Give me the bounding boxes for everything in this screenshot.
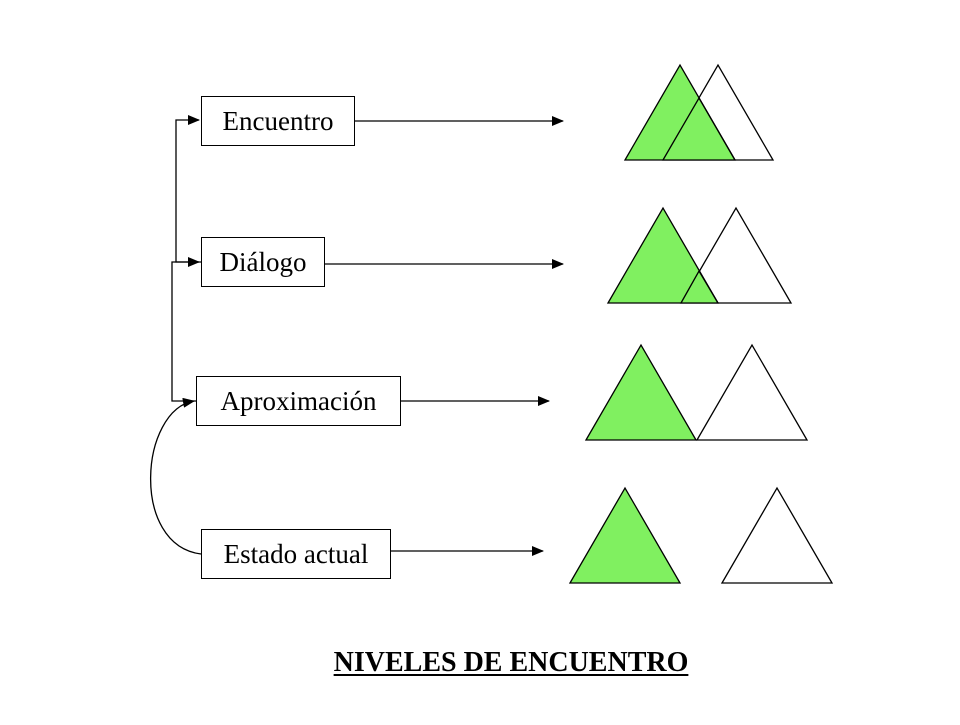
overlap-outline — [662, 96, 736, 161]
level-label: Diálogo — [219, 246, 307, 277]
diagram-title: NIVELES DE ENCUENTRO — [333, 647, 689, 678]
level-box-encuentro: Encuentro — [201, 96, 355, 146]
outline-triangle — [720, 486, 834, 584]
triangle-pair-encuentro — [623, 63, 775, 161]
overlap-outline — [680, 269, 719, 304]
level-box-dialogo: Diálogo — [201, 237, 325, 287]
outline-triangle — [695, 343, 809, 441]
triangle-pair-aproximacion — [584, 343, 809, 441]
triangle-pair-dialogo — [606, 206, 793, 304]
level-label: Encuentro — [222, 105, 334, 136]
connector-dialogo-to-encuentro — [175, 115, 201, 263]
level-label: Aproximación — [220, 385, 377, 416]
green-triangle — [568, 486, 682, 584]
triangle-pair-estado-actual — [568, 486, 834, 584]
level-box-estado-actual: Estado actual — [201, 529, 391, 579]
level-label: Estado actual — [223, 538, 369, 569]
connector-aproximacion-to-dialogo — [171, 257, 200, 402]
connector-estado-to-aproximacion — [150, 397, 202, 555]
green-triangle — [584, 343, 698, 441]
green-triangle — [606, 206, 720, 304]
level-box-aproximacion: Aproximación — [196, 376, 401, 426]
outline-triangle — [679, 206, 793, 304]
